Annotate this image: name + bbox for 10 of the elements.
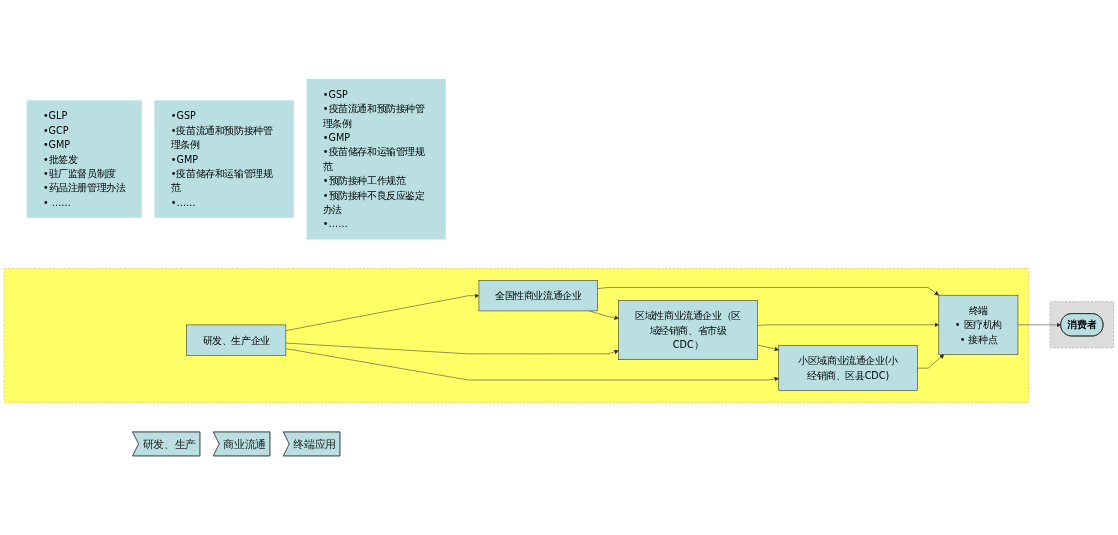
node-box: 小区域商业流通企业(小经销商、区县CDC) <box>778 345 918 391</box>
node-box: •GSP •疫苗流通和预防接种管理条例 •GMP •疫苗储存和运输管理规范 •…… <box>154 100 294 218</box>
node-box: 区域性商业流通企业（区域经销商、省市级CDC） <box>618 300 758 360</box>
node-box: 研发、生产企业 <box>186 324 287 356</box>
cluster <box>1049 301 1114 349</box>
node-box: 全国性商业流通企业 <box>478 280 598 312</box>
node-box: •GLP •GCP •GMP •批签发 •驻厂监督员制度 •药品注册管理办法 • …… <box>26 100 142 218</box>
node-box: •GSP •疫苗流通和预防接种管理条例 •GMP •疫苗储存和运输管理规范 •预防接种工作规范 •预防接种不良反应鉴定办法 •…… <box>306 78 446 240</box>
node-box: 终端 • 医疗机构 • 接种点 <box>938 294 1019 355</box>
cluster <box>4 268 1029 403</box>
